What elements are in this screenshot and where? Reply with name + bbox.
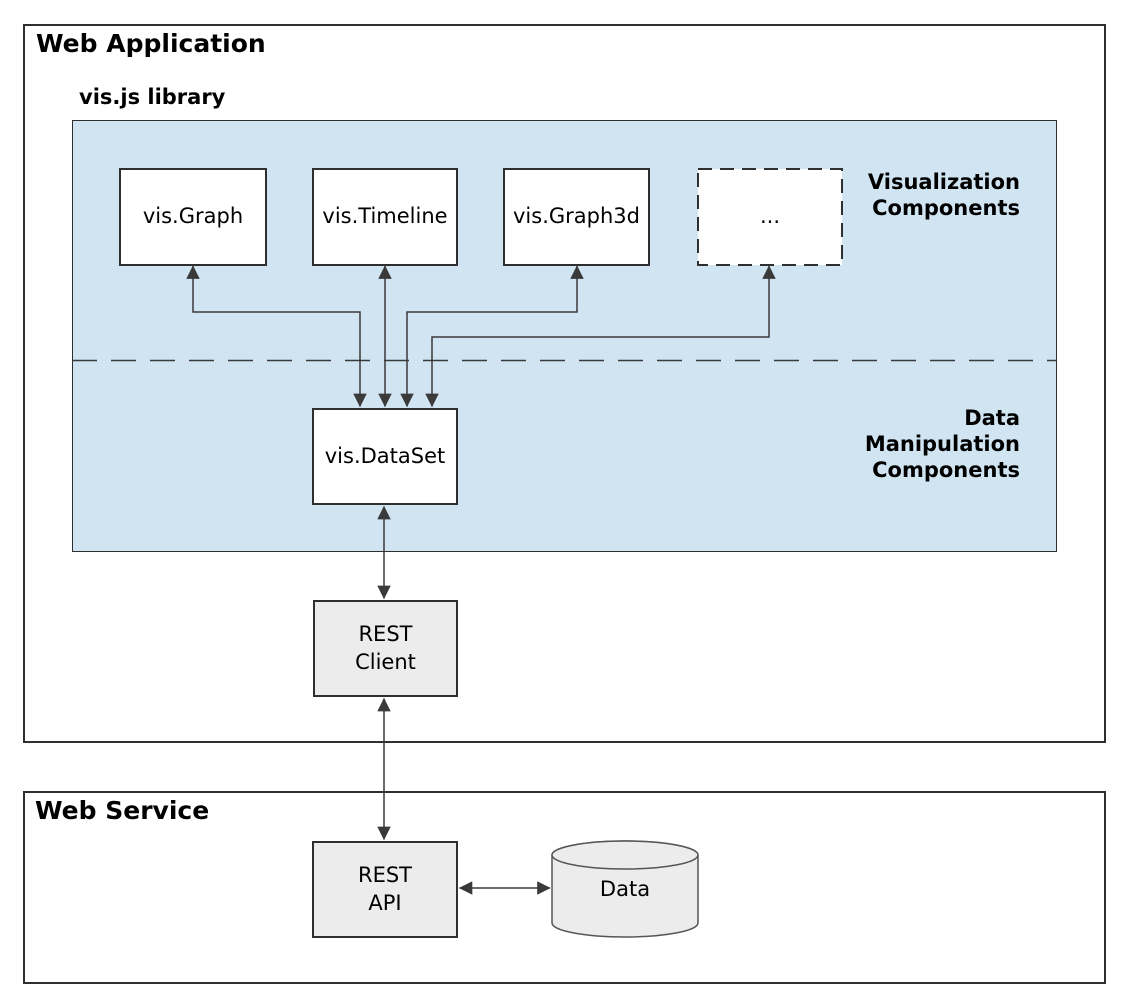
vis-graph-label: vis.Graph <box>142 204 244 229</box>
vis-graph3d-label: vis.Graph3d <box>513 204 640 229</box>
data-label: Data <box>599 876 651 901</box>
more-components-box: ... <box>697 168 843 266</box>
more-components-label: ... <box>759 204 781 229</box>
vis-graph3d-box: vis.Graph3d <box>503 168 650 266</box>
rest-api-box: REST API <box>312 841 458 938</box>
vis-timeline-label: vis.Timeline <box>322 204 448 229</box>
web-application-title: Web Application <box>36 29 266 58</box>
vis-graph-box: vis.Graph <box>119 168 267 266</box>
vis-timeline-box: vis.Timeline <box>312 168 458 266</box>
web-service-title: Web Service <box>35 796 210 825</box>
rest-client-box: REST Client <box>313 600 458 697</box>
vis-dataset-box: vis.DataSet <box>312 408 458 505</box>
data-manipulation-components-label: Data Manipulation Components <box>864 406 1020 482</box>
visjs-library-label: vis.js library <box>79 85 226 109</box>
data-cylinder-label: Data <box>552 852 698 927</box>
vis-dataset-label: vis.DataSet <box>324 443 446 468</box>
visualization-components-label: Visualization Components <box>867 170 1020 220</box>
rest-api-label: REST API <box>357 863 413 915</box>
rest-client-label: REST Client <box>355 622 416 674</box>
